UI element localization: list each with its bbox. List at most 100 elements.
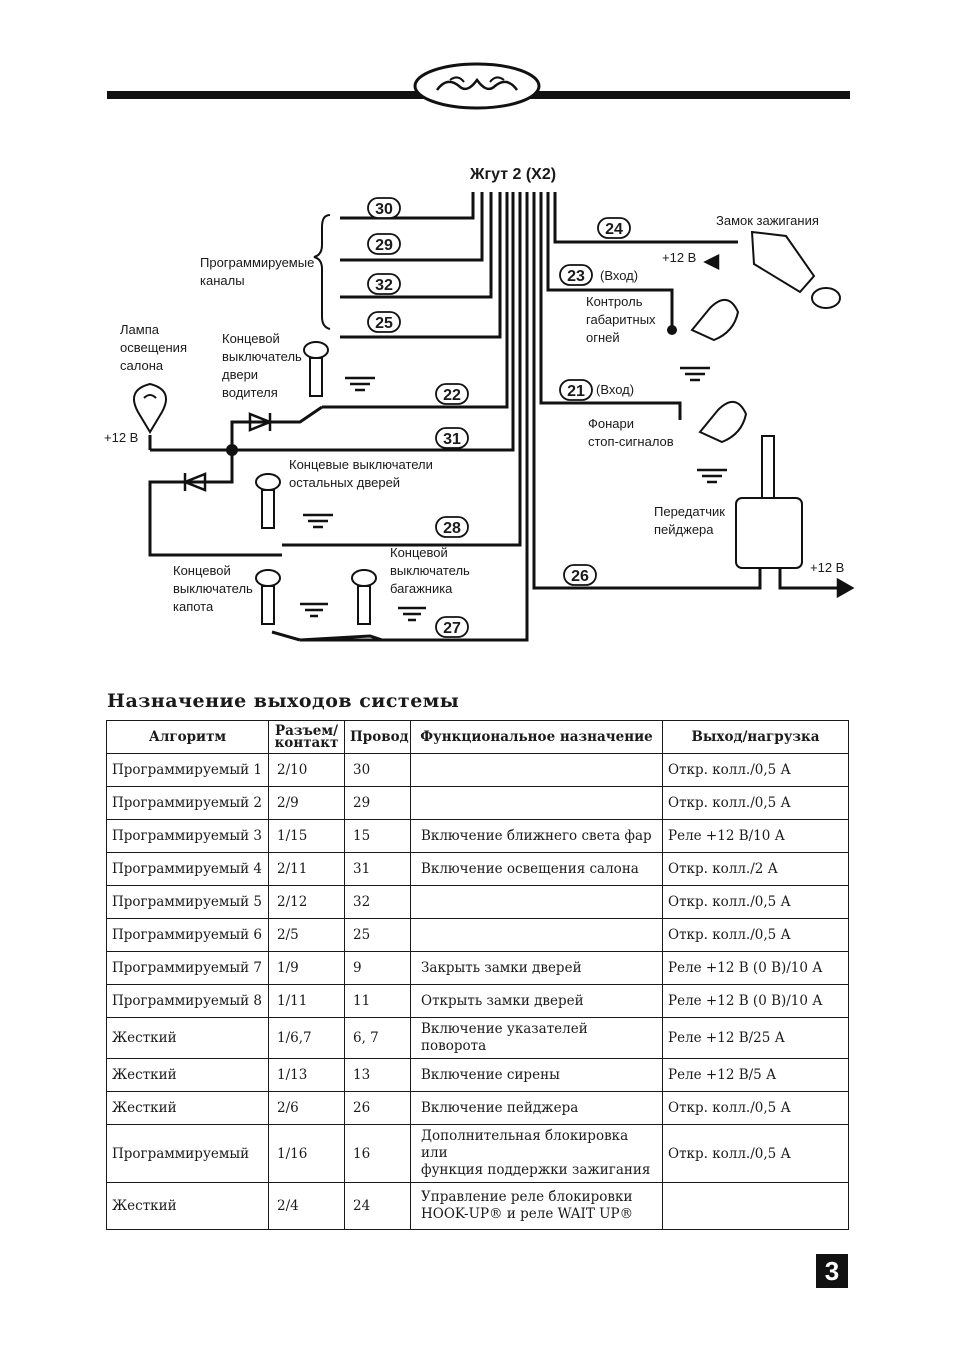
header-output: Выход/нагрузка — [662, 720, 849, 754]
label-driver-door-3: двери — [222, 367, 258, 382]
label-programmable-1: Программируемые — [200, 255, 314, 270]
header-connector: Разъем/контакт — [268, 720, 345, 754]
cell-algorithm: Жесткий — [106, 1058, 269, 1092]
cell-algorithm: Программируемый — [106, 1124, 269, 1183]
header-function: Функциональное назначение — [410, 720, 663, 754]
label-driver-door-1: Концевой — [222, 331, 280, 346]
wire-num-21: 21 — [567, 383, 585, 400]
cell-function: Закрыть замки дверей — [410, 951, 663, 985]
cell-wire: 16 — [344, 1124, 411, 1183]
wire-num-30: 30 — [375, 201, 393, 218]
label-parking-1: Контроль — [586, 294, 643, 309]
cell-connector: 1/9 — [268, 951, 345, 985]
label-plus12-pager: +12 В — [810, 560, 844, 575]
cell-connector: 1/6,7 — [268, 1017, 345, 1059]
cell-wire: 26 — [344, 1091, 411, 1125]
label-other-doors-1: Концевые выключатели — [289, 457, 433, 472]
function-line1: Закрыть замки дверей — [421, 959, 582, 976]
trunk-switch-icon — [351, 569, 377, 587]
plus12-arrow — [703, 253, 720, 271]
cell-connector: 1/11 — [268, 984, 345, 1018]
label-pager-1: Передатчик — [654, 504, 725, 519]
cell-output: Реле +12 В/5 А — [662, 1058, 849, 1092]
diodes — [181, 412, 274, 492]
label-lamp-3: салона — [120, 358, 164, 373]
cell-wire: 31 — [344, 852, 411, 886]
label-input-21: (Вход) — [596, 382, 634, 397]
cell-output: Реле +12 В (0 В)/10 А — [662, 951, 849, 985]
ground-symbols — [300, 253, 855, 622]
wire-num-22: 22 — [443, 387, 461, 404]
parking-lights-bulb-icon — [690, 299, 740, 342]
cell-function: Включение освещения салона — [410, 852, 663, 886]
page-number: 3 — [816, 1254, 848, 1288]
cell-function: Открыть замки дверей — [410, 984, 663, 1018]
function-line1: Управление реле блокировки — [421, 1189, 633, 1205]
wire-num-28: 28 — [443, 520, 461, 537]
function-line1: Дополнительная блокировка или — [421, 1128, 629, 1161]
outputs-table: Алгоритм Разъем/контакт Провод Функциона… — [106, 720, 849, 1230]
wire-num-25: 25 — [375, 315, 393, 332]
label-parking-2: габаритных — [586, 312, 656, 327]
cell-algorithm: Программируемый 4 — [106, 852, 269, 886]
cell-wire: 15 — [344, 819, 411, 853]
cell-wire: 11 — [344, 984, 411, 1018]
label-hood-3: капота — [173, 599, 214, 614]
cell-wire: 24 — [344, 1182, 411, 1230]
cell-wire: 13 — [344, 1058, 411, 1092]
function-line1: Включение сирены — [421, 1066, 560, 1083]
cell-output: Реле +12 В (0 В)/10 А — [662, 984, 849, 1018]
cell-algorithm: Программируемый 8 — [106, 984, 269, 1018]
ornament-oval — [413, 62, 541, 110]
cell-function: Включение указателей поворота — [410, 1017, 663, 1059]
cell-connector: 1/15 — [268, 819, 345, 853]
cell-output: Реле +12 В/25 А — [662, 1017, 849, 1059]
label-programmable-2: каналы — [200, 273, 245, 288]
cell-connector: 2/11 — [268, 852, 345, 886]
function-line1: Включение пейджера — [421, 1099, 579, 1116]
cell-algorithm: Жесткий — [106, 1182, 269, 1230]
header-connector-line2: контакт — [274, 735, 339, 751]
label-trunk-1: Концевой — [390, 545, 448, 560]
function-line2: HOOK-UP® и реле WAIT UP® — [421, 1206, 634, 1222]
cell-wire: 25 — [344, 918, 411, 952]
driver-door-switch-icon — [303, 341, 329, 359]
cell-algorithm: Жесткий — [106, 1017, 269, 1059]
function-line2: функция поддержки зажигания — [421, 1162, 651, 1178]
label-parking-3: огней — [586, 330, 620, 345]
cell-connector: 2/5 — [268, 918, 345, 952]
label-ignition: Замок зажигания — [716, 213, 819, 228]
bulb-icons — [690, 299, 748, 444]
cell-algorithm: Программируемый 7 — [106, 951, 269, 985]
wire-num-29: 29 — [375, 237, 393, 254]
cell-connector: 2/10 — [268, 753, 345, 787]
function-line1: Включение указателей поворота — [421, 1021, 588, 1054]
cell-connector: 2/6 — [268, 1091, 345, 1125]
cell-wire: 32 — [344, 885, 411, 919]
wire-numbers: 30 29 32 25 22 31 28 27 24 23 21 26 — [375, 201, 623, 637]
label-lamp-2: освещения — [120, 340, 187, 355]
cell-output: Откр. колл./2 А — [662, 852, 849, 886]
cell-function — [410, 885, 663, 919]
cell-wire: 9 — [344, 951, 411, 985]
label-driver-door-2: выключатель — [222, 349, 302, 364]
header-connector-line1: Разъем/ — [274, 723, 339, 739]
cell-output: Откр. колл./0,5 А — [662, 1124, 849, 1183]
ornament-flourish — [435, 77, 519, 91]
cell-output: Откр. колл./0,5 А — [662, 786, 849, 820]
cell-algorithm: Программируемый 3 — [106, 819, 269, 853]
cell-algorithm: Жесткий — [106, 1091, 269, 1125]
cell-connector: 1/16 — [268, 1124, 345, 1183]
header-ornament — [107, 62, 850, 110]
interior-lamp-icon — [133, 382, 167, 434]
pager-transmitter-icon — [735, 435, 803, 569]
cell-output: Откр. колл./0,5 А — [662, 1091, 849, 1125]
cell-connector: 2/4 — [268, 1182, 345, 1230]
